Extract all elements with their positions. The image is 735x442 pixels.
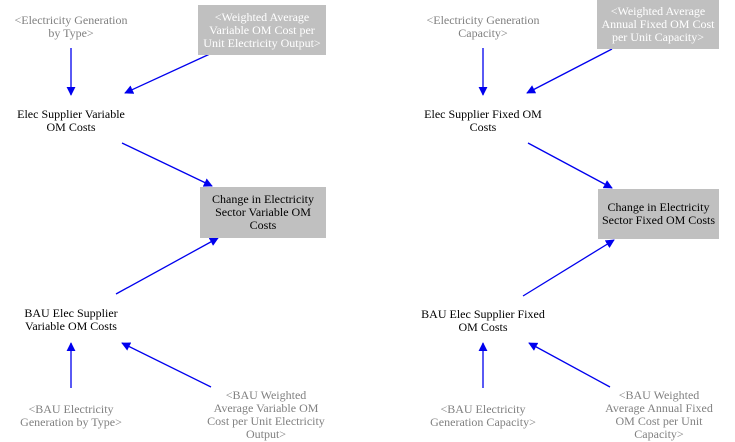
node-bau-electricity-generation-by-type: <BAU Electricity Generation by Type> [20, 402, 122, 429]
node-bau-electricity-generation-capacity: <BAU Electricity Generation Capacity> [430, 402, 536, 429]
node-bau-weighted-average-variable-om-cost: <BAU Weighted Average Variable OM Cost p… [207, 388, 325, 441]
arrow-fixed-costs-to-change-fixed [527, 142, 613, 189]
arrow-bau-wavg-var-cost-to-bau-var-costs [121, 342, 212, 388]
node-bau-elec-supplier-variable-om-costs: BAU Elec Supplier Variable OM Costs [24, 306, 118, 333]
arrow-bau-wavg-fixed-cost-to-bau-fixed-costs [528, 342, 611, 388]
arrow-wavg-var-cost-to-var-costs [124, 52, 213, 94]
node-weighted-average-annual-fixed-om-cost: <Weighted Average Annual Fixed OM Cost p… [597, 0, 719, 49]
arrow-var-costs-to-change-var [121, 142, 213, 187]
node-bau-elec-supplier-fixed-om-costs: BAU Elec Supplier Fixed OM Costs [421, 307, 545, 334]
arrow-wavg-fixed-cost-to-fixed-costs [526, 48, 613, 94]
node-electricity-generation-by-type: <Electricity Generation by Type> [14, 13, 128, 40]
node-bau-weighted-average-annual-fixed-om-cost: <BAU Weighted Average Annual Fixed OM Co… [605, 388, 713, 441]
node-change-in-electricity-sector-variable-om-costs: Change in Electricity Sector Variable OM… [200, 187, 326, 238]
node-electricity-generation-capacity: <Electricity Generation Capacity> [426, 13, 540, 40]
arrow-bau-var-costs-to-change-var [115, 237, 219, 295]
node-weighted-average-variable-om-cost: <Weighted Average Variable OM Cost per U… [198, 5, 326, 55]
node-change-in-electricity-sector-fixed-om-costs: Change in Electricity Sector Fixed OM Co… [598, 189, 719, 239]
node-elec-supplier-fixed-om-costs: Elec Supplier Fixed OM Costs [424, 107, 542, 134]
node-elec-supplier-variable-om-costs: Elec Supplier Variable OM Costs [17, 107, 125, 134]
arrow-bau-fixed-costs-to-change-fixed [522, 239, 615, 297]
